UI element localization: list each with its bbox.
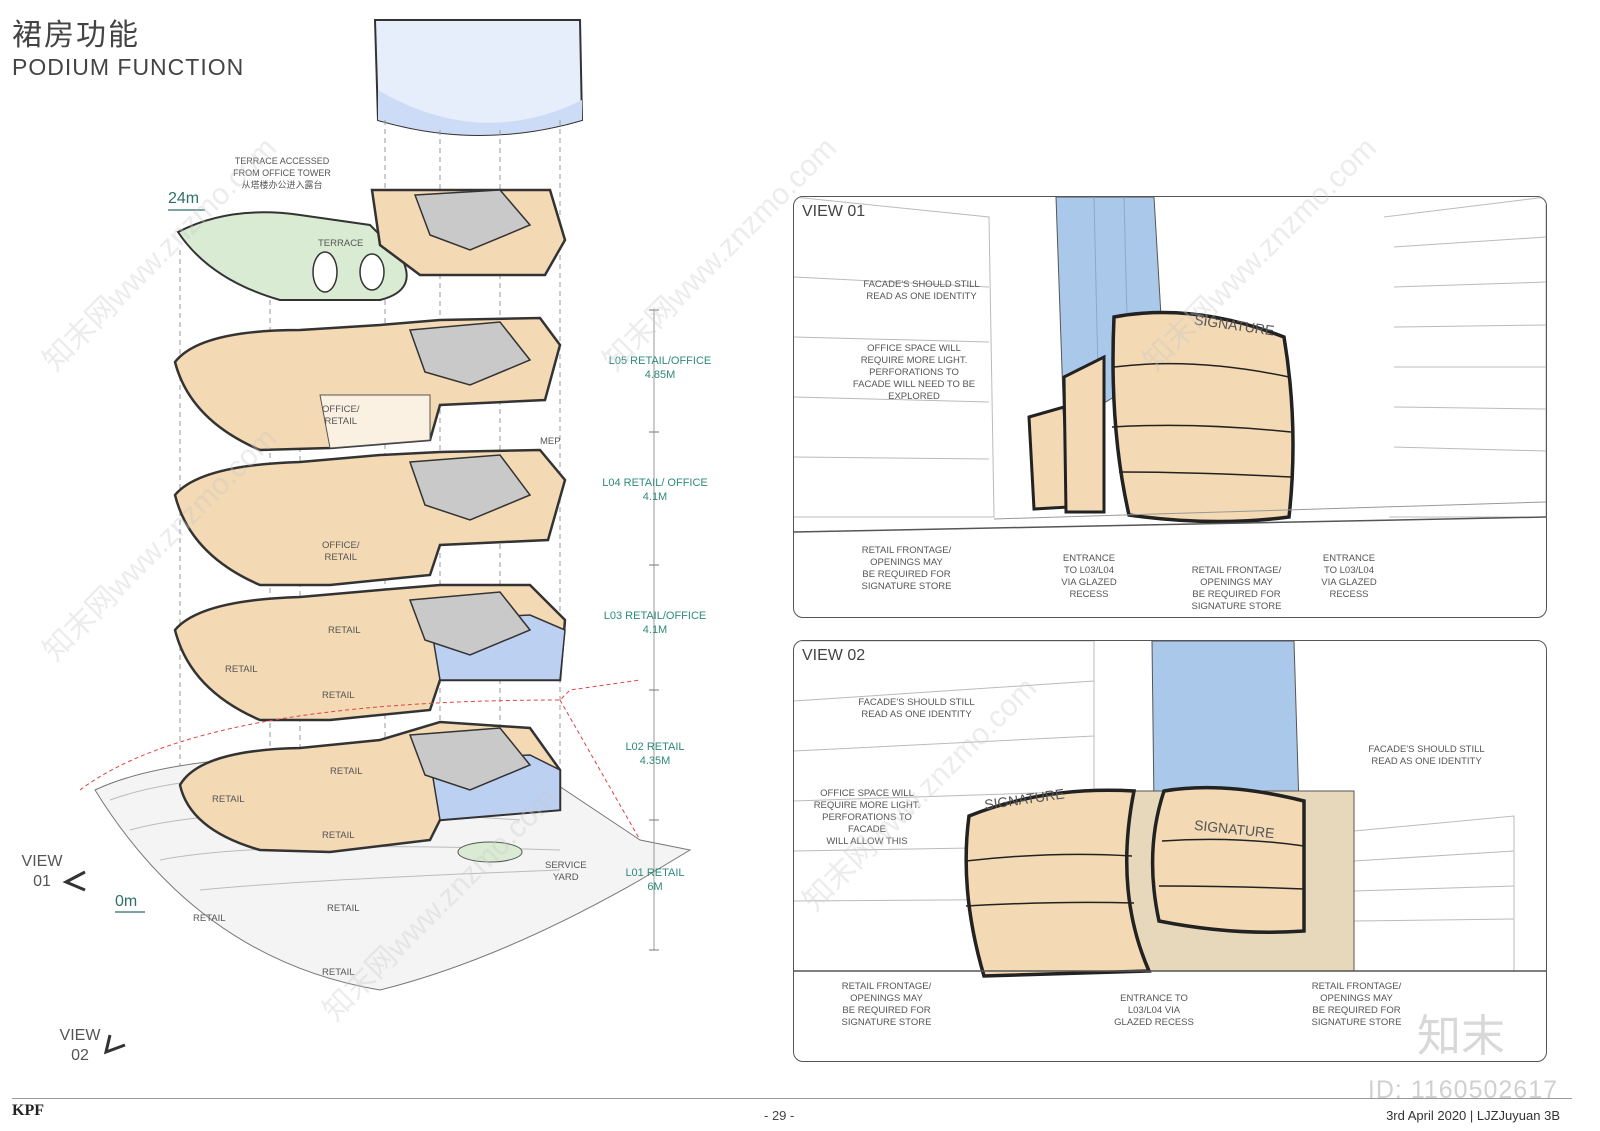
height-marker-top: 24m [168,190,200,207]
retail-label: RETAIL [330,766,363,777]
retail-label: RETAIL [327,903,360,914]
office-retail-label-l04: OFFICE/RETAIL [322,540,360,563]
podium-axonometric-diagram [62,19,692,1055]
view01-perspective [794,197,1546,533]
tower-base-shade [378,90,582,135]
retail-label: RETAIL [328,625,361,636]
footer-date: 3rd April 2020 | LJZJuyuan 3B [1386,1108,1560,1123]
retail-label: RETAIL [225,664,258,675]
view02-arrow [103,1034,126,1055]
view02-panel: VIEW 02 SIGNATURE SIGNATURE FACADE'S SHO… [793,640,1547,1062]
view02-signature-right [1150,785,1306,934]
retail-label: RETAIL [322,690,355,701]
view01-signature-block [1111,310,1295,524]
watermark-id: ID: 1160502617 [1367,1076,1558,1104]
watermark-brand: 知末 [1417,1012,1505,1061]
l02-core [408,727,532,791]
height-marker-bottom: 0m [115,893,138,910]
view01-title: VIEW 01 [802,203,866,220]
terrace-label: TERRACE [318,238,364,249]
l03-core [408,591,532,656]
page-title-chinese: 裙房功能 [12,19,140,52]
mep-label: MEP [540,436,561,447]
firm-logo: KPF [12,1102,44,1119]
l05-core [408,321,532,386]
retail-label: RETAIL [322,967,355,978]
l04-core [408,454,532,521]
view02-signature-left [964,788,1152,978]
view02-perspective [794,641,1546,978]
office-retail-label-l05: OFFICE/RETAIL [322,404,360,427]
retail-label: RETAIL [322,830,355,841]
view02-title: VIEW 02 [802,647,866,664]
site-boundary [79,679,641,841]
l06-core [413,189,532,251]
page-title-english: PODIUM FUNCTION [12,54,245,80]
terrace-slab [176,211,408,301]
retail-label: RETAIL [193,913,226,924]
footer-rule [12,1098,1572,1099]
page-number: - 29 - [764,1108,795,1123]
view01-arrow [62,870,86,892]
retail-label: RETAIL [212,794,245,805]
